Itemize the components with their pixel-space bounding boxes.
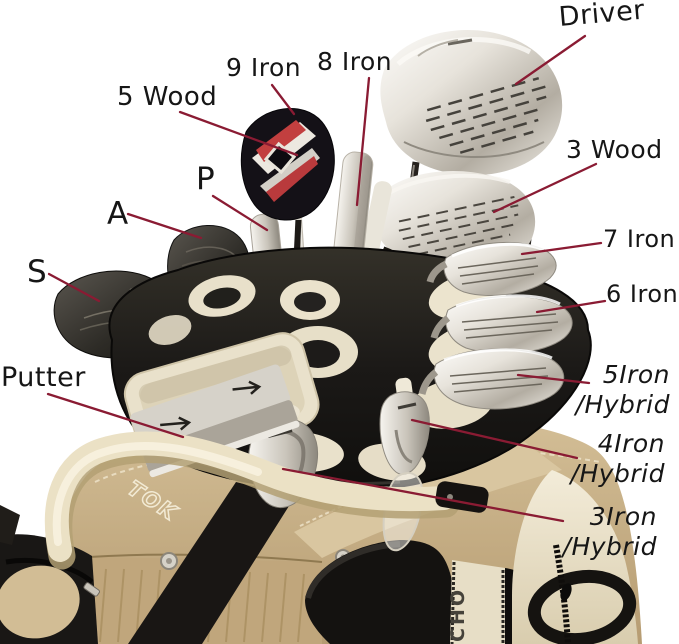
zipper-pull: [83, 582, 100, 597]
bag-front-pocket: [305, 540, 455, 644]
leader-lines: [46, 34, 607, 523]
leader-line-4-iron-hybrid: [410, 418, 579, 460]
leader-line-3-wood: [492, 162, 598, 214]
leader-line-p-wedge: [211, 194, 269, 232]
leader-line-5-wood: [178, 110, 299, 157]
label-approach-wedge: A: [107, 196, 129, 232]
label-putter: Putter: [1, 362, 86, 393]
leader-line-driver: [514, 34, 587, 86]
label-9-iron: 9 Iron: [226, 53, 302, 82]
bag-side-text: CHO: [447, 587, 469, 642]
leader-line-putter: [46, 392, 185, 439]
bag-logo-ring: [527, 569, 637, 644]
label-8-iron: 8 Iron: [317, 47, 393, 76]
eight-iron-blade: [332, 151, 392, 269]
bag-zip-strip: [450, 560, 505, 644]
label-4-iron-hybrid: 4Iron /Hybrid: [570, 429, 665, 488]
bag-handle: [45, 431, 489, 570]
seven-iron-head: [426, 241, 557, 297]
driver-head: [380, 29, 563, 176]
label-6-iron: 6 Iron: [606, 280, 679, 308]
label-pitching-wedge: P: [196, 161, 216, 197]
label-sand-wedge: S: [27, 254, 48, 290]
leader-line-6-iron: [535, 299, 607, 314]
leader-line-8-iron: [355, 76, 371, 207]
leader-line-s-wedge: [47, 272, 101, 303]
label-5-wood: 5 Wood: [117, 82, 218, 112]
label-3-iron-hybrid: 3Iron /Hybrid: [562, 502, 657, 561]
leader-line-a-wedge: [126, 212, 203, 240]
label-3-wood: 3 Wood: [566, 135, 663, 164]
label-7-iron: 7 Iron: [603, 225, 676, 253]
leader-line-5-iron-hybrid: [516, 373, 591, 385]
leader-line-3-iron-hybrid: [281, 467, 565, 523]
bag-black-trim-band: [128, 482, 294, 644]
five-wood-head: [240, 108, 335, 221]
leader-line-7-iron: [520, 241, 603, 256]
leader-line-9-iron: [270, 83, 296, 116]
putter-alignment-arrows: [160, 380, 262, 431]
label-5-iron-hybrid: 5Iron /Hybrid: [575, 360, 670, 419]
